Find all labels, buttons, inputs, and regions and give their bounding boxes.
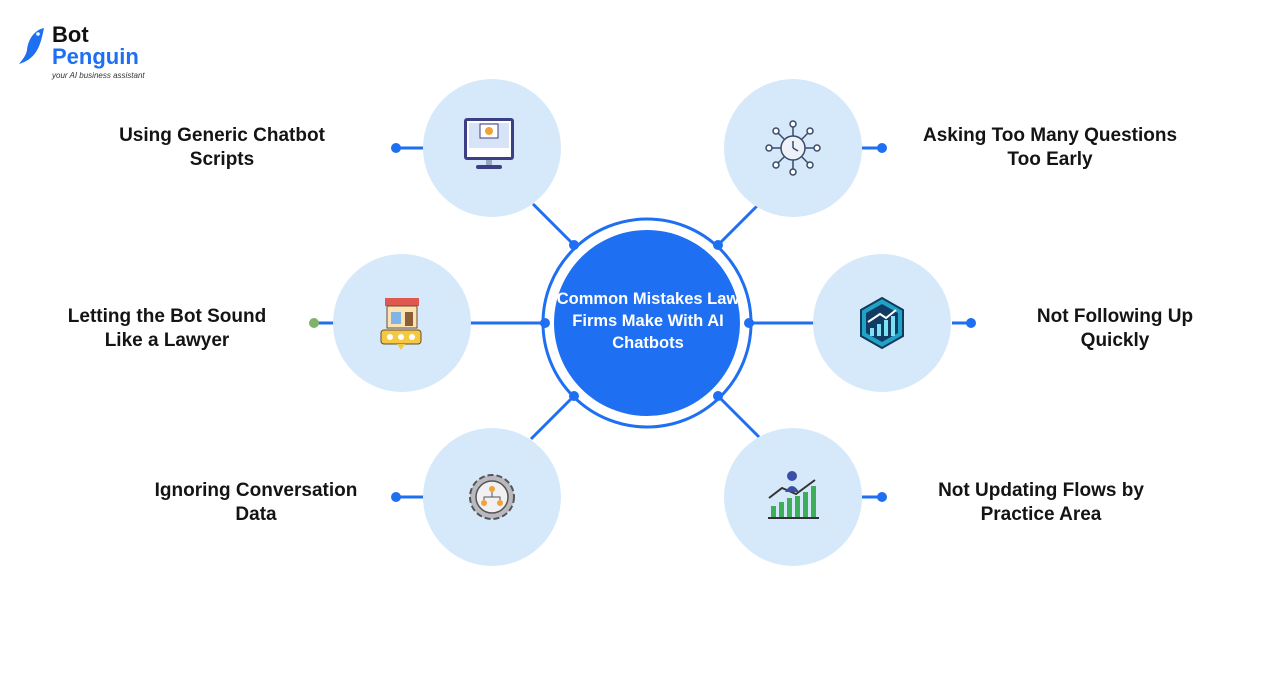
end-pins: [309, 143, 976, 502]
clock-network-icon: [765, 120, 821, 176]
label-line: Not Updating Flows by: [938, 480, 1144, 501]
label-line: Using Generic Chatbot: [119, 125, 325, 146]
pin-dot: [391, 143, 401, 153]
connector-top-left: [531, 202, 576, 247]
hub-dots: [540, 240, 754, 401]
label-line: Ignoring Conversation: [154, 480, 358, 501]
brand-name-line2: Penguin: [52, 44, 139, 69]
gear-team-icon: [469, 474, 515, 520]
brand-name: Bot Penguin: [52, 24, 139, 68]
label-bottom-right: Not Updating Flows by Practice Area: [930, 479, 1152, 527]
label-line: Quickly: [1080, 330, 1150, 351]
label-top-right: Asking Too Many Questions Too Early: [920, 124, 1180, 172]
brand-name-line1: Bot: [52, 22, 89, 47]
label-middle-left: Letting the Bot Sound Like a Lawyer: [62, 305, 272, 353]
connector-top-right: [716, 204, 759, 247]
hub-dot: [540, 318, 550, 328]
hub-dot: [569, 391, 579, 401]
connector-bottom-right: [716, 394, 761, 439]
node-bottom-right: [724, 428, 862, 566]
label-line: Scripts: [189, 149, 255, 170]
penguin-logo-icon: [19, 28, 44, 64]
pin-dot: [877, 492, 887, 502]
pin-dot: [309, 318, 319, 328]
storefront-rating-icon: [380, 298, 422, 350]
hub-dot: [744, 318, 754, 328]
hub-title: Common Mistakes Law Firms Make With AI C…: [556, 290, 740, 352]
label-top-left: Using Generic Chatbot Scripts: [112, 124, 332, 172]
label-line: Data: [235, 504, 277, 525]
label-line: Asking Too Many Questions: [922, 125, 1178, 146]
label-line: Letting the Bot Sound: [67, 306, 267, 327]
hub-circle: [554, 230, 740, 416]
person-growth-chart-icon: [768, 471, 819, 519]
pin-dot: [391, 492, 401, 502]
label-bottom-left: Ignoring Conversation Data: [150, 479, 362, 527]
computer-screen-icon: [464, 118, 514, 169]
label-line: Not Following Up: [1036, 306, 1194, 327]
brand-tagline: your AI business assistant: [52, 71, 145, 80]
pin-dot: [966, 318, 976, 328]
hub-dot: [569, 240, 579, 250]
label-line: Practice Area: [980, 504, 1102, 525]
label-middle-right: Not Following Up Quickly: [1030, 305, 1200, 353]
growth-chart-badge-icon: [860, 296, 904, 350]
label-line: Like a Lawyer: [104, 330, 230, 351]
hub-dot: [713, 391, 723, 401]
pin-dot: [877, 143, 887, 153]
hub-dot: [713, 240, 723, 250]
brand-logo[interactable]: Bot Penguin your AI business assistant: [18, 24, 148, 82]
label-line: Too Early: [1007, 149, 1093, 170]
connector-bottom-left: [529, 394, 576, 441]
